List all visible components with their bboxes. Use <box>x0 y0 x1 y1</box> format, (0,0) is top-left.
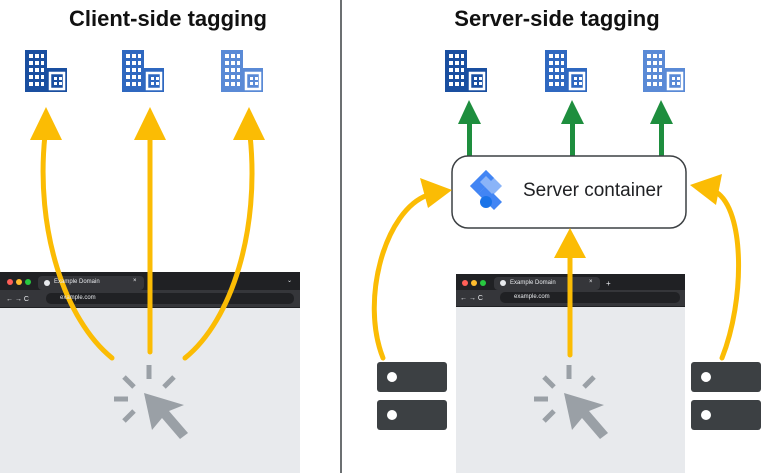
client-arrowheads <box>30 107 265 140</box>
server-container-label: Server container <box>523 180 663 201</box>
right-browser-tab-title: Example Domain <box>510 280 556 286</box>
analytics-vendor-building-icon-1 <box>23 48 69 94</box>
server-vendor-building-icon-1 <box>443 48 489 94</box>
svg-text:← → C: ← → C <box>460 295 483 302</box>
analytics-vendor-building-icon-3 <box>219 48 265 94</box>
server-container-box <box>451 155 687 229</box>
server-vendor-building-icon-2 <box>543 48 589 94</box>
left-browser-tab-close-icon: × <box>133 278 137 284</box>
server-vendor-building-icon-3 <box>641 48 687 94</box>
server-rack-icon-left <box>377 362 447 430</box>
analytics-vendor-building-icon-2 <box>120 48 166 94</box>
client-request-arrows <box>40 132 255 361</box>
left-panel-title: Client-side tagging <box>69 6 267 31</box>
right-browser-tab-close-icon: × <box>589 279 593 285</box>
right-browser-address-bar: example.com <box>514 294 550 300</box>
right-browser-new-tab-icon: + <box>606 279 611 288</box>
server-request-arrowheads <box>420 174 722 258</box>
right-panel-title: Server-side tagging <box>454 6 660 31</box>
left-browser-address-bar: example.com <box>60 295 96 301</box>
server-forward-arrows <box>458 100 673 158</box>
server-rack-icon-right <box>691 362 761 430</box>
left-browser-menu-icon: ⌄ <box>287 278 293 284</box>
svg-text:← → C: ← → C <box>6 296 29 303</box>
server-request-arrows <box>371 189 741 361</box>
left-browser-tab-title: Example Domain <box>54 279 100 285</box>
tag-manager-logo-icon <box>470 170 502 210</box>
